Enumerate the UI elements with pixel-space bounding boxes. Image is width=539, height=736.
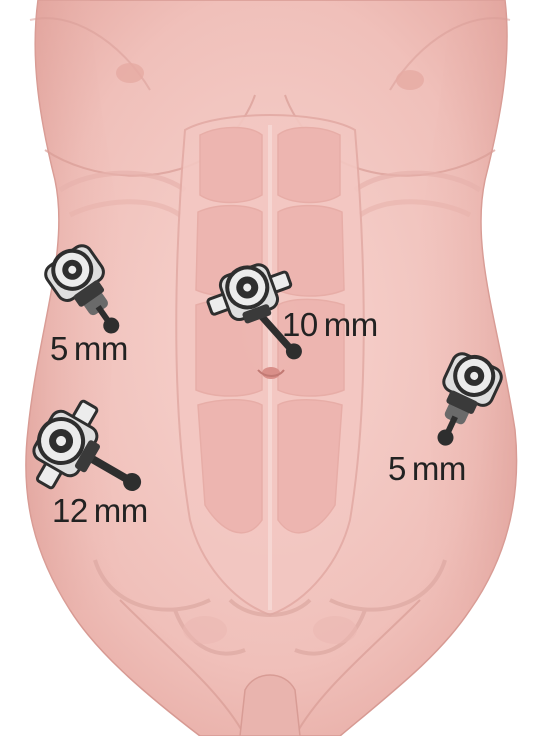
genital-region [240,675,300,736]
port-unit: mm [74,330,128,367]
port-size: 10 [282,306,318,343]
port-unit: mm [94,492,148,529]
nipple-left [116,63,144,83]
port-unit: mm [324,306,378,343]
port-size: 12 [52,492,88,529]
port-unit: mm [412,450,466,487]
nipple-right [396,70,424,90]
rectus-left [196,128,262,533]
port-size: 5 [388,450,406,487]
umbilicus [262,367,280,379]
port-size: 5 [50,330,68,367]
